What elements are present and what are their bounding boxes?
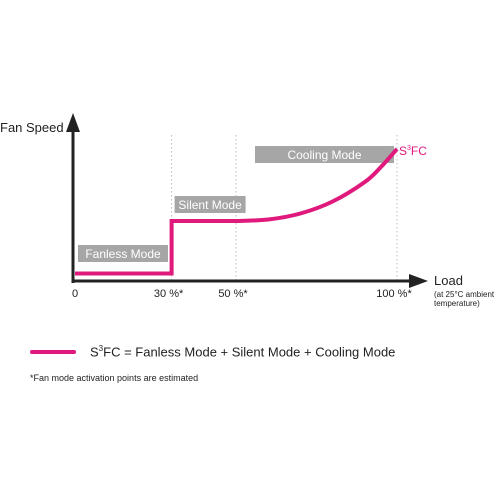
x-axis-arrow [409,274,428,288]
mode-label-box [255,146,394,163]
mode-label-text: Silent Mode [178,198,242,212]
fan-speed-chart: Fanless Mode Silent Mode Cooling Mode Fan … [0,113,495,308]
mode-label-text: Cooling Mode [287,148,361,162]
y-axis-arrow [66,113,80,132]
s3fc-curve [75,147,399,276]
x-tick-labels: 0 30 %* 50 %* 100 %* [72,288,413,300]
x-tick-label: 30 %* [154,288,184,300]
legend-swatch [30,350,76,354]
x-axis-note-2: temperature) [434,299,480,308]
footnote: *Fan mode activation points are estimate… [30,373,199,383]
mode-label-1: Fanless Mode [78,245,168,262]
y-axis-label: Fan Speed [0,120,64,135]
mode-label-box [78,245,168,262]
legend: S3FC = Fanless Mode + Silent Mode + Cool… [30,340,395,364]
legend-text: S3FC = Fanless Mode + Silent Mode + Cool… [90,344,396,360]
mode-label-2: Silent Mode [174,196,246,213]
x-tick-label: 50 %* [218,288,248,300]
mode-labels: Fanless Mode Silent Mode Cooling Mode [78,146,394,262]
axes [66,113,428,288]
x-tick-label: 100 %* [376,288,412,300]
mode-label-3: Cooling Mode [255,146,394,163]
x-tick-label: 0 [72,288,78,300]
x-axis-note-1: (at 25°C ambient [434,290,495,299]
mode-label-box [174,196,246,213]
mode-label-text: Fanless Mode [85,247,161,261]
series-label: S3FC [399,144,427,158]
x-axis-label: Load [434,273,463,288]
